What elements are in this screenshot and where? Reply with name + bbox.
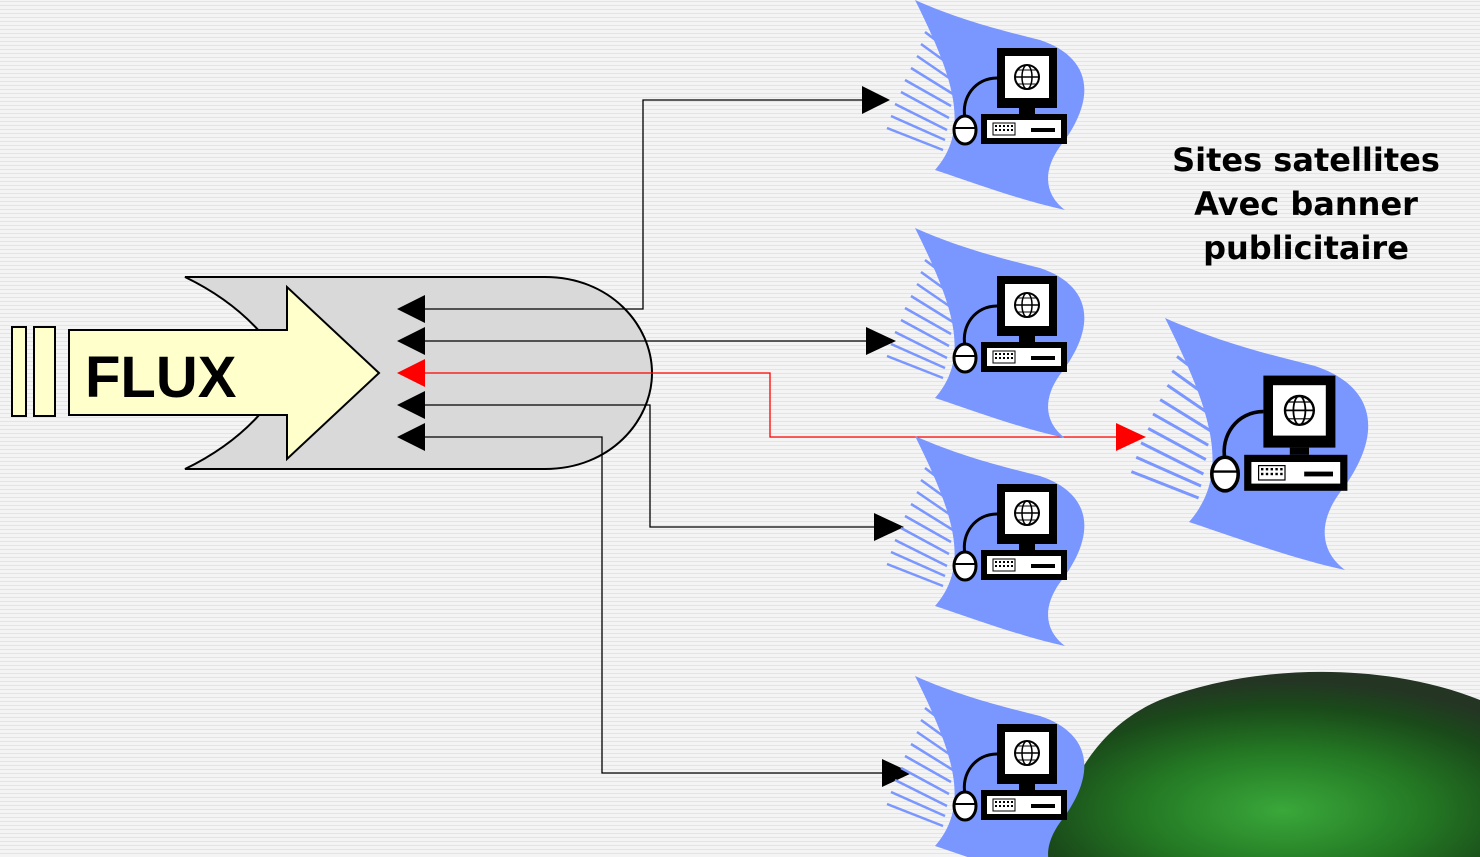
computer-globe-icon [885,0,1086,212]
connector-highlight [410,372,1118,438]
arrowhead-out-highlight [1116,423,1146,451]
caption-line-3: publicitaire [1203,229,1409,267]
arrowhead-in-highlight [397,359,425,387]
flux-label: FLUX [85,345,237,410]
caption-line-1: Sites satellites [1172,141,1440,179]
flux-arrow [68,284,381,462]
connector-4 [410,404,874,528]
connector-5 [410,436,882,774]
arrowhead-out-1 [862,86,890,114]
arrowhead-out-2 [866,327,896,355]
flux-tail-bars [11,326,56,417]
caption-line-2: Avec banner [1194,185,1418,223]
connector-1 [410,99,862,310]
computer-globe-icon [885,674,1086,857]
arrowhead-out-5 [882,759,912,787]
computer-globe-icon [885,226,1086,440]
satellite-sites-caption: Sites satellites Avec banner publicitair… [1136,138,1476,270]
computer-globe-icon [1129,316,1371,572]
arrowhead-out-4 [874,513,904,541]
computer-globe-icon [885,434,1086,648]
green-blob-image [1042,671,1480,857]
